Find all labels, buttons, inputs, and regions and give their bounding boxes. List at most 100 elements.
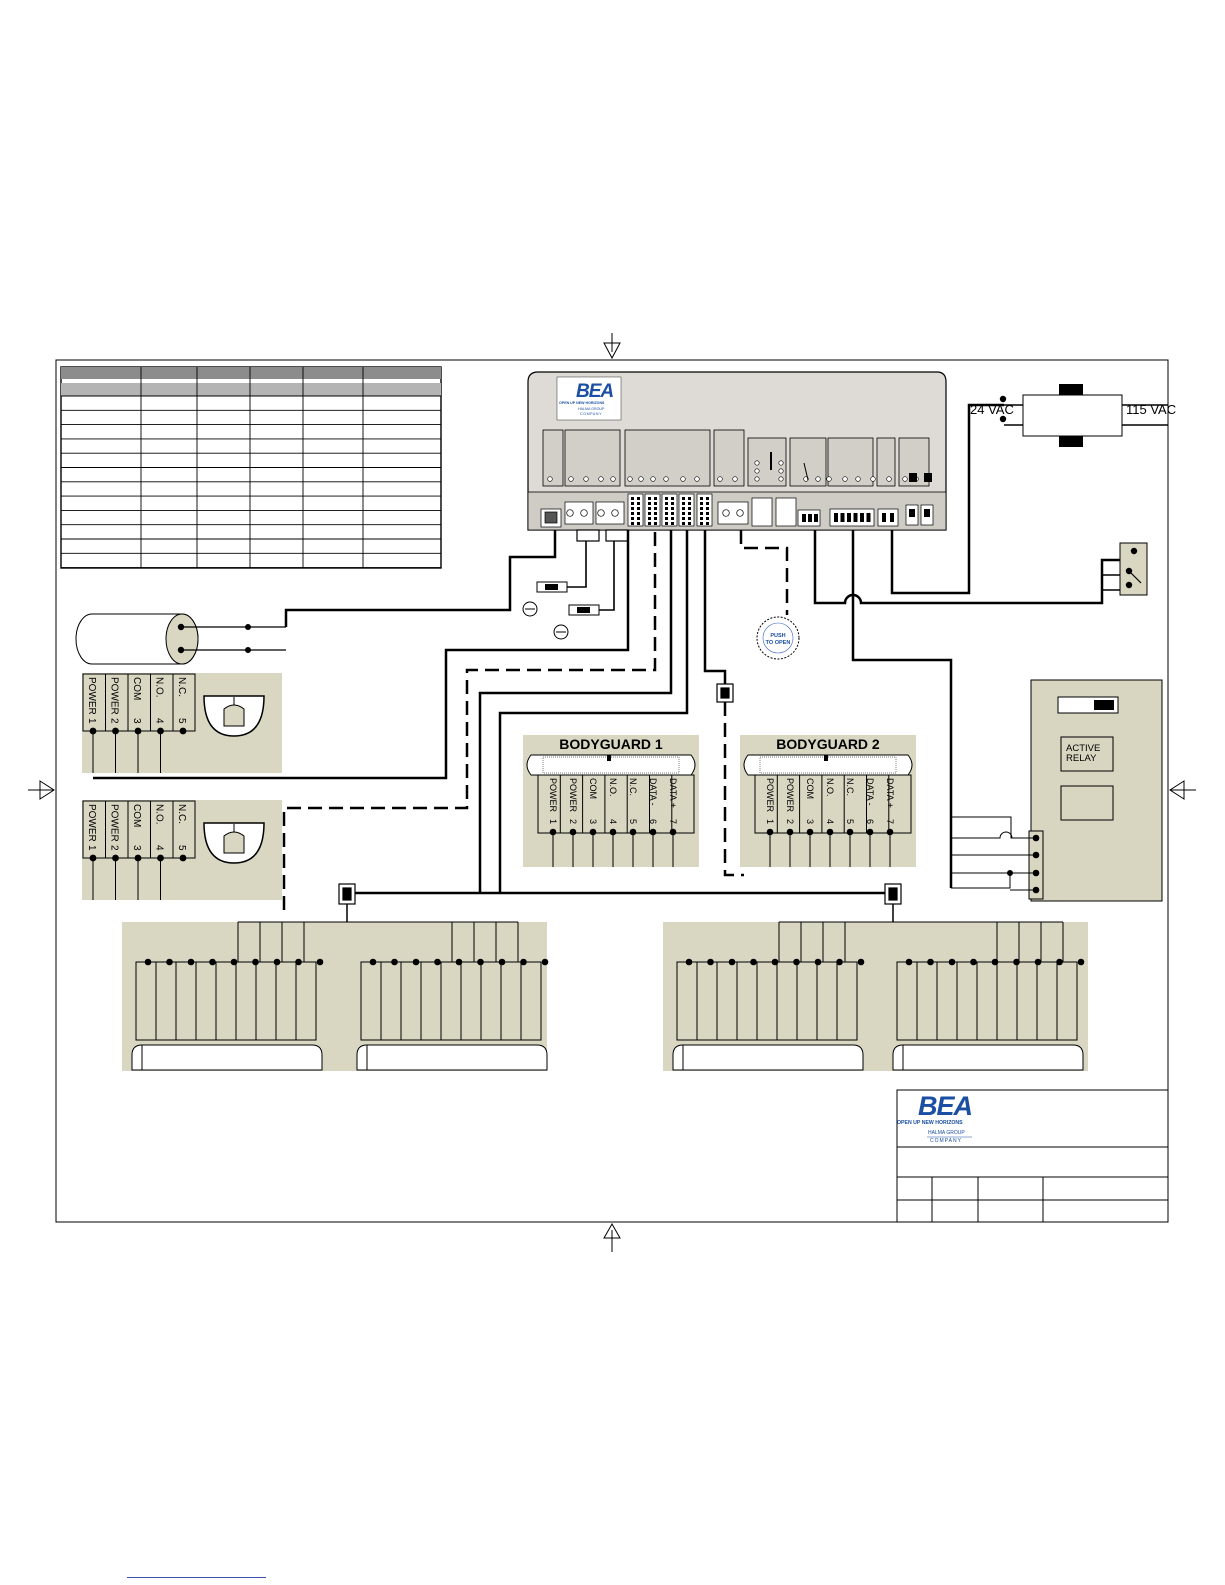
- centering-mark-left: [28, 780, 55, 800]
- terminal-screw: [144, 958, 152, 966]
- terminal-label: POWER: [109, 804, 120, 842]
- sensor-bar-2: [356, 958, 549, 1071]
- terminal-label: DATA -: [865, 778, 875, 806]
- push-button-line1: PUSH: [770, 633, 785, 639]
- settings-table-subheader: [61, 383, 441, 396]
- connector-header-3: [661, 493, 678, 527]
- terminal-number: 7: [668, 819, 678, 824]
- cable-connectors: [338, 683, 902, 905]
- drawing-frame: [55, 359, 1169, 1223]
- terminal-label: N.C.: [176, 677, 187, 697]
- terminal-screw: [927, 958, 934, 966]
- connector-limit-2: [595, 501, 625, 525]
- centering-mark-right: [1169, 780, 1196, 800]
- wiring: [93, 403, 1120, 910]
- terminal-screw: [857, 958, 865, 966]
- door-controller: BEA OPEN UP NEW HORIZONS HALMA GROUP COM…: [527, 371, 947, 531]
- terminal-number: 3: [805, 819, 815, 824]
- terminal-number: 1: [765, 819, 775, 824]
- connector-power: [877, 508, 899, 527]
- terminal-screw: [179, 727, 187, 735]
- terminal-label: N.C.: [176, 804, 187, 824]
- terminal-label: POWER: [765, 778, 775, 813]
- controller-module-7: [827, 437, 874, 487]
- settings-table-header: [61, 367, 441, 379]
- terminal-number: 4: [825, 819, 835, 824]
- motor: [75, 613, 286, 665]
- terminal-screw: [836, 958, 843, 966]
- connector-push-button: [717, 501, 749, 525]
- terminal-screw: [295, 958, 302, 966]
- sensor-bar-housing: [356, 1044, 548, 1071]
- title-block: [896, 1089, 1169, 1223]
- bodyguard-title: BODYGUARD 1: [559, 736, 663, 752]
- terminal-label: DATA +: [885, 778, 895, 808]
- sensor-bar-housing: [892, 1044, 1084, 1071]
- terminal-label: COM: [588, 778, 598, 799]
- terminal-label: POWER: [86, 677, 97, 715]
- connector-jumper-1: [751, 497, 773, 527]
- terminal-screw: [948, 958, 956, 966]
- terminal-screw: [707, 958, 714, 966]
- terminal-label: POWER: [109, 677, 120, 715]
- terminal-screw: [520, 958, 527, 966]
- terminal-number: 1: [86, 718, 97, 724]
- terminal-number: 5: [845, 819, 855, 824]
- terminal-label: COM: [131, 804, 142, 827]
- push-button-line2: TO OPEN: [766, 640, 791, 646]
- terminal-number: 5: [628, 819, 638, 824]
- terminal-screw: [434, 958, 441, 966]
- terminal-screw: [814, 958, 822, 966]
- terminal-screw: [1056, 958, 1063, 966]
- terminal-label: POWER: [548, 778, 558, 813]
- terminal-label: COM: [805, 778, 815, 799]
- title-logo-wordmark: BEA: [918, 1091, 972, 1121]
- terminal-screw: [498, 958, 506, 966]
- terminal-label: POWER: [785, 778, 795, 813]
- controller-logo: BEA OPEN UP NEW HORIZONS HALMA GROUP COM…: [556, 376, 622, 421]
- terminal-number: 2: [109, 718, 120, 724]
- terminal-number: 3: [131, 718, 142, 724]
- title-logo-group: HALMA GROUP: [928, 1130, 965, 1136]
- terminal-number: 6: [865, 819, 875, 824]
- terminal-number: 5: [176, 718, 187, 724]
- title-block-logo: BEA OPEN UP NEW HORIZONS HALMA GROUP COM…: [897, 1091, 973, 1144]
- limit-switch-2: [553, 604, 600, 640]
- terminal-label: N.O.: [154, 677, 165, 698]
- terminal-label: N.O.: [825, 778, 835, 797]
- bodyguard-module-2: BODYGUARD 2 POWER 1 POWER 2 COM 3 N.O. 4 N.C. 5 DAT…: [740, 735, 916, 867]
- terminal-screw: [179, 854, 187, 862]
- bodyguard-module-1: BODYGUARD 1POWER1POWER2COM3N.O.4N.C.5DAT…: [523, 735, 699, 867]
- relay-wiring: [951, 816, 1036, 891]
- terminal-screw: [391, 958, 398, 966]
- terminal-screw: [728, 958, 736, 966]
- controller-logo-tagline: OPEN UP NEW HORIZONS: [559, 401, 605, 405]
- terminal-number: 3: [131, 845, 142, 851]
- terminal-screw: [316, 958, 324, 966]
- connector-jumper-2: [775, 497, 797, 527]
- relay-panel: ACTIVE RELAY: [1028, 679, 1163, 902]
- terminal-number: 4: [154, 718, 165, 724]
- footer-rule: [127, 1577, 266, 1578]
- terminal-label: DATA -: [648, 778, 658, 806]
- connector-header-5: [696, 493, 713, 527]
- relay-label-line1: ACTIVE: [1066, 743, 1100, 754]
- terminal-number: 1: [548, 819, 558, 824]
- terminal-label: N.C.: [845, 778, 855, 796]
- terminal-number: 4: [608, 819, 618, 824]
- terminal-screw: [541, 958, 549, 966]
- controller-module-3: [624, 429, 711, 487]
- terminal-screw: [273, 958, 281, 966]
- bodyguard-title: BODYGUARD 2: [776, 736, 880, 752]
- terminal-number: 2: [785, 819, 795, 824]
- push-to-open-button: PUSH TO OPEN: [756, 616, 800, 660]
- terminal-label: N.O.: [154, 804, 165, 825]
- controller-logo-group: HALMA GROUP: [578, 407, 605, 411]
- connector-header-2: [644, 493, 661, 527]
- terminal-number: 4: [154, 845, 165, 851]
- controller-logo-wordmark: BEA: [576, 381, 613, 402]
- centering-mark-bottom: [603, 1222, 621, 1252]
